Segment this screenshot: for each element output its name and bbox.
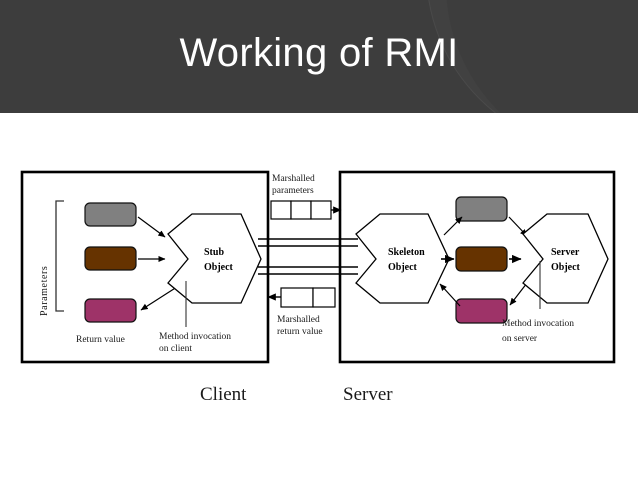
arrow-skeleton-to-gray <box>443 216 463 236</box>
server-parameter-box-brown <box>455 246 508 272</box>
arrow-gray-to-stub <box>137 216 166 238</box>
skeleton-object-label-line1: Skeleton <box>388 247 425 258</box>
server-parameter-box-gray <box>455 196 508 222</box>
rpc-channel-response <box>258 266 358 275</box>
marshalled-parameters-cells <box>270 200 332 220</box>
parameters-label: Parameters <box>39 266 50 316</box>
client-method-invocation-line1: Method invocation <box>159 332 231 342</box>
client-return-value-label: Return value <box>76 335 125 345</box>
client-return-value-box <box>84 298 137 323</box>
marshalled-return-label-line1: Marshalled <box>277 315 320 325</box>
skeleton-object-label-line2: Object <box>388 262 418 273</box>
stub-object-label-line1: Stub <box>204 247 224 258</box>
marshalled-return-label-line2: return value <box>277 327 323 337</box>
arrow-magenta-to-skeleton <box>439 283 461 307</box>
page-title: Working of RMI <box>179 31 459 75</box>
server-object-label-line2: Object <box>551 262 581 273</box>
client-parameter-box-brown <box>84 246 137 271</box>
server-object-label-line1: Server <box>551 247 580 258</box>
server-method-invocation-line2: on server <box>502 334 538 344</box>
marshalled-parameters-label-line2: parameters <box>272 186 314 196</box>
rpc-channel-request <box>258 238 358 247</box>
stub-object-label-line2: Object <box>204 262 234 273</box>
arrow-stub-to-return <box>140 284 181 311</box>
client-method-invocation-line2: on client <box>159 344 192 354</box>
rmi-diagram: Parameters Return value Stub Object <box>0 113 638 479</box>
stub-object-shape <box>167 213 262 304</box>
client-caption: Client <box>200 384 247 405</box>
arrow-server-to-magenta <box>509 282 528 306</box>
marshalled-return-cells <box>280 287 336 308</box>
slide-title-bar: Working of RMI <box>0 0 638 113</box>
parameters-bracket <box>55 200 64 312</box>
skeleton-object-shape <box>355 213 450 304</box>
server-method-invocation-line1: Method invocation <box>502 319 574 329</box>
server-object-shape <box>522 213 609 304</box>
server-return-value-box <box>455 298 508 324</box>
client-parameter-box-gray <box>84 202 137 227</box>
server-caption: Server <box>343 384 393 405</box>
marshalled-parameters-label-line1: Marshalled <box>272 174 315 184</box>
